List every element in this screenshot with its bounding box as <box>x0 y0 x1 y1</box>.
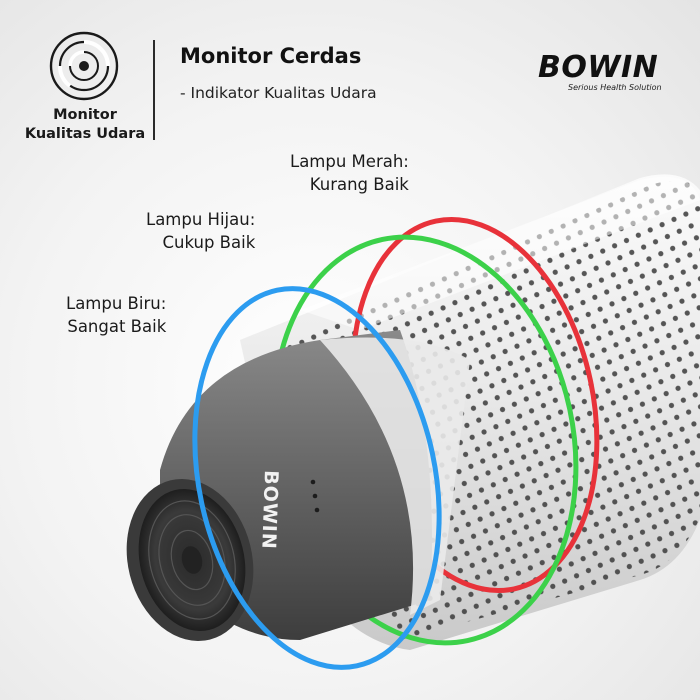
brand-logo: BOWIN <box>538 50 659 85</box>
icon-caption: Monitor Kualitas Udara <box>20 106 150 144</box>
indicator-red-line2: Kurang Baik <box>309 175 409 194</box>
icon-caption-line1: Monitor <box>53 107 117 123</box>
status-dots <box>310 479 320 513</box>
blue-light-ring <box>192 286 442 670</box>
page-title: Monitor Cerdas <box>180 44 362 68</box>
air-quality-monitor-icon <box>49 31 119 101</box>
indicator-blue-line2: Sangat Baik <box>67 317 167 336</box>
indicator-blue-label: Lampu Biru: Sangat Baik <box>66 292 166 338</box>
front-grill <box>148 500 236 620</box>
indicator-blue-line1: Lampu Biru: <box>66 294 167 313</box>
indicator-red-line1: Lampu Merah: <box>290 152 409 171</box>
indicator-green-line2: Cukup Baik <box>162 233 256 252</box>
device-body-logo: BOWIN <box>257 470 282 550</box>
brand-tagline: Serious Health Solution <box>568 83 662 92</box>
indicator-green-line1: Lampu Hijau: <box>146 210 256 229</box>
icon-caption-line2: Kualitas Udara <box>24 126 146 142</box>
indicator-red-label: Lampu Merah: Kurang Baik <box>290 150 409 196</box>
indicator-green-label: Lampu Hijau: Cukup Baik <box>146 208 255 254</box>
header-divider <box>153 40 155 140</box>
page-subtitle: - Indikator Kualitas Udara <box>180 84 377 102</box>
